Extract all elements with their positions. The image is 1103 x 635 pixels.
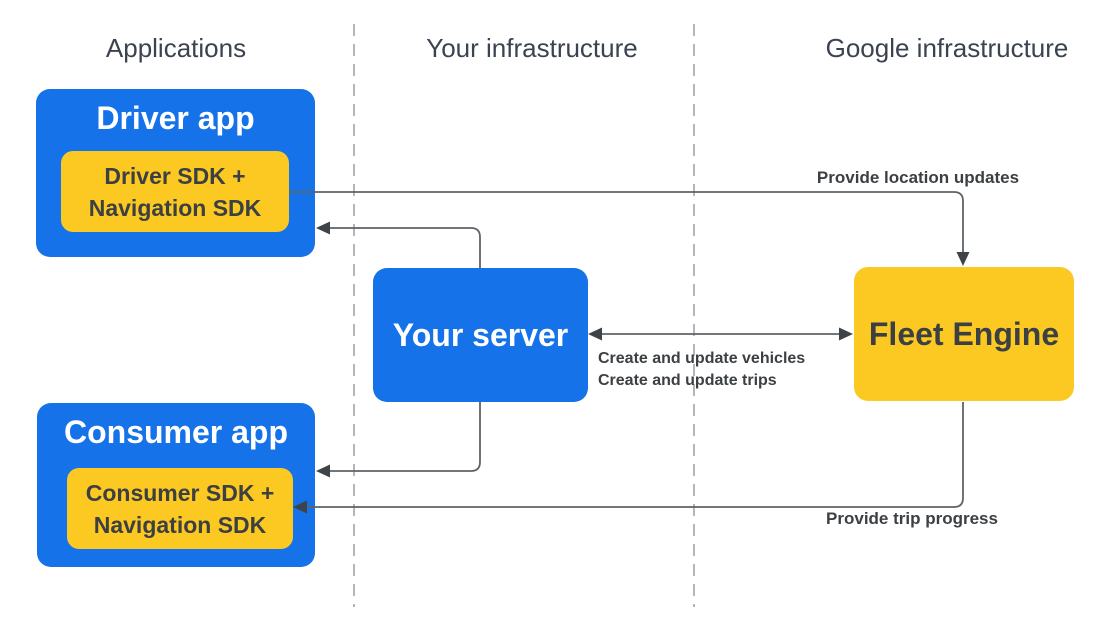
label-provide-trip-progress: Provide trip progress <box>826 509 998 528</box>
edge-provide-location-updates <box>289 191 964 252</box>
arrowhead-down-icon <box>956 252 970 266</box>
label-create-and-update-vehicles: Create and update vehicles <box>598 350 806 367</box>
consumer-app-title: Consumer app <box>63 414 289 450</box>
consumer-sdk-box: Consumer SDK + Navigation SDK <box>67 468 293 549</box>
consumer-sdk-label-line1: Consumer SDK + <box>85 479 275 506</box>
edge-server-to-driver-app <box>330 227 481 268</box>
driver-app-title: Driver app <box>96 100 255 136</box>
your-server-node: Your server <box>373 268 588 402</box>
label-create-and-update-trips: Create and update trips <box>598 372 777 389</box>
edge-provide-trip-progress <box>307 402 964 508</box>
column-header-applications: Applications <box>105 33 247 63</box>
fleet-engine-node: Fleet Engine <box>854 267 1074 401</box>
fleet-engine-title: Fleet Engine <box>868 315 1060 352</box>
your-server-title: Your server <box>392 316 569 353</box>
label-provide-location-updates: Provide location updates <box>816 168 1020 187</box>
arrowhead-left-icon <box>588 327 602 341</box>
edge-server-to-consumer-app <box>330 402 481 472</box>
column-header-your-infrastructure: Your infrastructure <box>426 33 638 63</box>
driver-sdk-label-line2: Navigation SDK <box>88 194 262 221</box>
arrowhead-left-icon <box>316 221 330 235</box>
consumer-sdk-label-line2: Navigation SDK <box>93 511 267 538</box>
arrowhead-left-icon <box>316 464 330 478</box>
column-header-google-infrastructure: Google infrastructure <box>825 33 1069 63</box>
driver-sdk-box: Driver SDK + Navigation SDK <box>61 151 289 232</box>
driver-sdk-label-line1: Driver SDK + <box>104 162 246 189</box>
label-create-and-update: Create and update vehicles Create and up… <box>598 348 805 392</box>
arrowhead-right-icon <box>839 327 853 341</box>
